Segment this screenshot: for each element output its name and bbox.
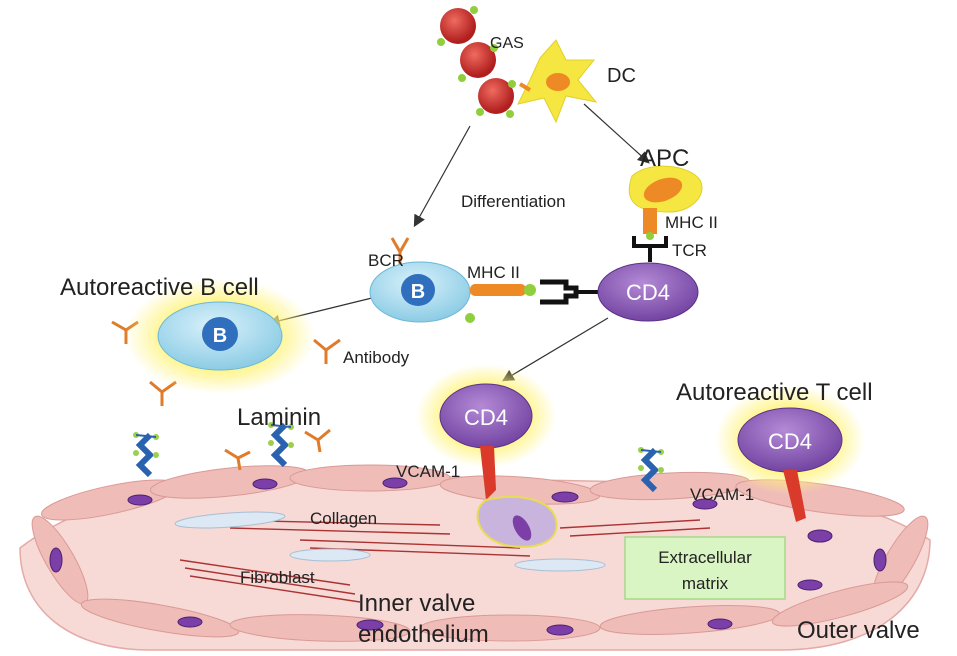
cd4-cell-lower: CD4 VCAM-1	[396, 364, 558, 548]
dc-label: DC	[607, 65, 636, 87]
gas-bacteria: GAS	[437, 6, 524, 118]
b-cell-center: B BCR MHC II	[368, 251, 598, 323]
inner-valve-label-1: Inner valve	[358, 590, 475, 617]
tcr-label: TCR	[672, 241, 707, 260]
antibody-label: Antibody	[343, 348, 410, 367]
dendritic-cell: DC	[517, 39, 636, 124]
vcam-left-label: VCAM-1	[396, 462, 460, 481]
mhc-ii-mid-label: MHC II	[467, 263, 520, 282]
cd4-mid-label: CD4	[626, 280, 670, 305]
apc-cell: APC MHC II TCR	[628, 145, 718, 262]
cd4-lower-label: CD4	[464, 405, 508, 430]
autoreactive-t-cell: CD4 Autoreactive T cell VCAM-1	[676, 379, 873, 522]
vcam-right-label: VCAM-1	[690, 485, 754, 504]
laminin-structures	[133, 422, 664, 493]
inner-valve-label-2: endothelium	[358, 621, 489, 648]
laminin-label: Laminin	[237, 404, 321, 431]
b-letter-2: B	[213, 325, 227, 347]
extracellular-matrix-box: Extracellular matrix	[624, 536, 786, 600]
extracellular-matrix-label-2: matrix	[682, 574, 729, 593]
differentiation-label: Differentiation	[461, 192, 566, 211]
b-letter: B	[411, 281, 425, 303]
autoreactive-b-cell-label: Autoreactive B cell	[60, 274, 259, 301]
outer-valve-label: Outer valve	[797, 617, 920, 644]
cd4-right-label: CD4	[768, 429, 812, 454]
extracellular-matrix-label-1: Extracellular	[658, 548, 752, 567]
collagen-label: Collagen	[310, 509, 377, 528]
fibroblast-label: Fibroblast	[240, 568, 315, 587]
autoreactive-t-cell-label: Autoreactive T cell	[676, 379, 873, 406]
bcr-label: BCR	[368, 251, 404, 270]
mhc-ii-top-label: MHC II	[665, 213, 718, 232]
apc-label: APC	[640, 145, 689, 172]
autoreactive-b-cell: B Autoreactive B cell Antibody	[60, 274, 410, 394]
gas-label: GAS	[490, 35, 524, 52]
cd4-cell-mid: CD4	[597, 262, 699, 322]
arrows	[267, 103, 650, 382]
